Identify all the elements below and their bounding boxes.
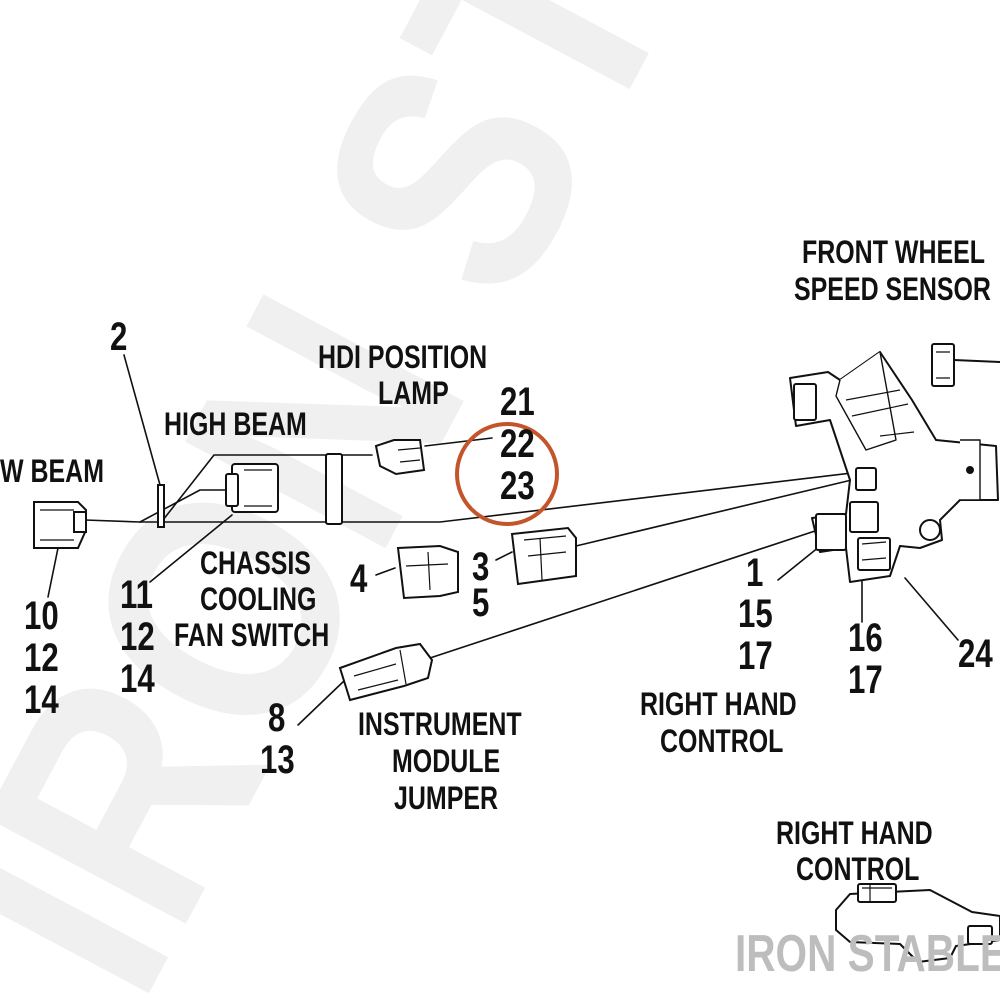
leader-24 (904, 577, 959, 641)
label-instrument-3: JUMPER (394, 780, 499, 816)
callout-2: 2 (110, 315, 128, 359)
label-right-hand-control-a-2: CONTROL (660, 723, 784, 759)
label-high-beam: HIGH BEAM (164, 406, 307, 442)
leader-11 (149, 514, 233, 583)
callout-17-a: 17 (738, 634, 773, 678)
harness-line-low-beam (84, 519, 141, 523)
harness-tie-2 (157, 484, 165, 528)
right-hand-control-module (789, 351, 999, 583)
label-right-hand-control-b-2: CONTROL (796, 851, 920, 887)
callout-8: 8 (268, 696, 286, 740)
leader-10 (47, 547, 59, 598)
label-chassis-1: CHASSIS (200, 545, 311, 581)
harness-sleeve (325, 453, 343, 525)
harness-line-top (162, 454, 331, 521)
label-right-hand-control-b-1: RIGHT HAND (776, 815, 933, 851)
label-front-wheel-1: FRONT WHEEL (802, 234, 986, 270)
connector-4 (396, 544, 459, 600)
callout-14-b: 14 (120, 657, 155, 701)
callout-13: 13 (260, 738, 295, 782)
highlight-circle (455, 422, 559, 526)
label-instrument-2: MODULE (392, 743, 501, 779)
right-hand-control-lower (835, 883, 1000, 963)
leader-4 (375, 567, 396, 576)
callout-1: 1 (746, 551, 764, 595)
label-hdi-position-1: HDI POSITION (318, 339, 488, 375)
callout-12-a: 12 (24, 636, 59, 680)
watermark-small: IRON STABLE (735, 925, 1000, 983)
label-right-hand-control-a-1: RIGHT HAND (640, 686, 797, 722)
callout-5: 5 (472, 581, 490, 625)
leader-3 (495, 551, 513, 561)
leader-2 (123, 354, 161, 486)
callout-15: 15 (738, 592, 773, 636)
callout-24: 24 (958, 632, 993, 676)
callout-3: 3 (472, 545, 490, 589)
label-chassis-3: FAN SWITCH (174, 617, 330, 653)
label-low-beam: W BEAM (0, 453, 104, 489)
callout-4: 4 (350, 557, 368, 601)
callout-17-b: 17 (848, 658, 883, 702)
callout-21: 21 (500, 380, 535, 424)
callout-14-a: 14 (24, 678, 59, 722)
label-chassis-2: COOLING (200, 581, 317, 617)
callout-23: 23 (500, 464, 535, 508)
low-beam-connector (33, 501, 87, 549)
label-hdi-position-2: LAMP (378, 375, 449, 411)
connector-3 (510, 526, 577, 586)
label-front-wheel-2: SPEED SENSOR (794, 271, 991, 307)
label-instrument-1: INSTRUMENT (358, 706, 522, 742)
leader-8 (297, 679, 346, 726)
callout-12-b: 12 (120, 615, 155, 659)
high-beam-connector (225, 463, 279, 513)
callout-22: 22 (500, 422, 535, 466)
callout-10: 10 (24, 594, 59, 638)
hdi-position-lamp-connector (374, 439, 426, 476)
harness-line-mid (139, 455, 996, 523)
leader-21 (424, 437, 493, 447)
instrument-module-jumper-connector (338, 642, 434, 702)
callout-16: 16 (848, 616, 883, 660)
callout-11: 11 (120, 573, 153, 617)
front-wheel-speed-sensor-connector (931, 343, 1000, 387)
